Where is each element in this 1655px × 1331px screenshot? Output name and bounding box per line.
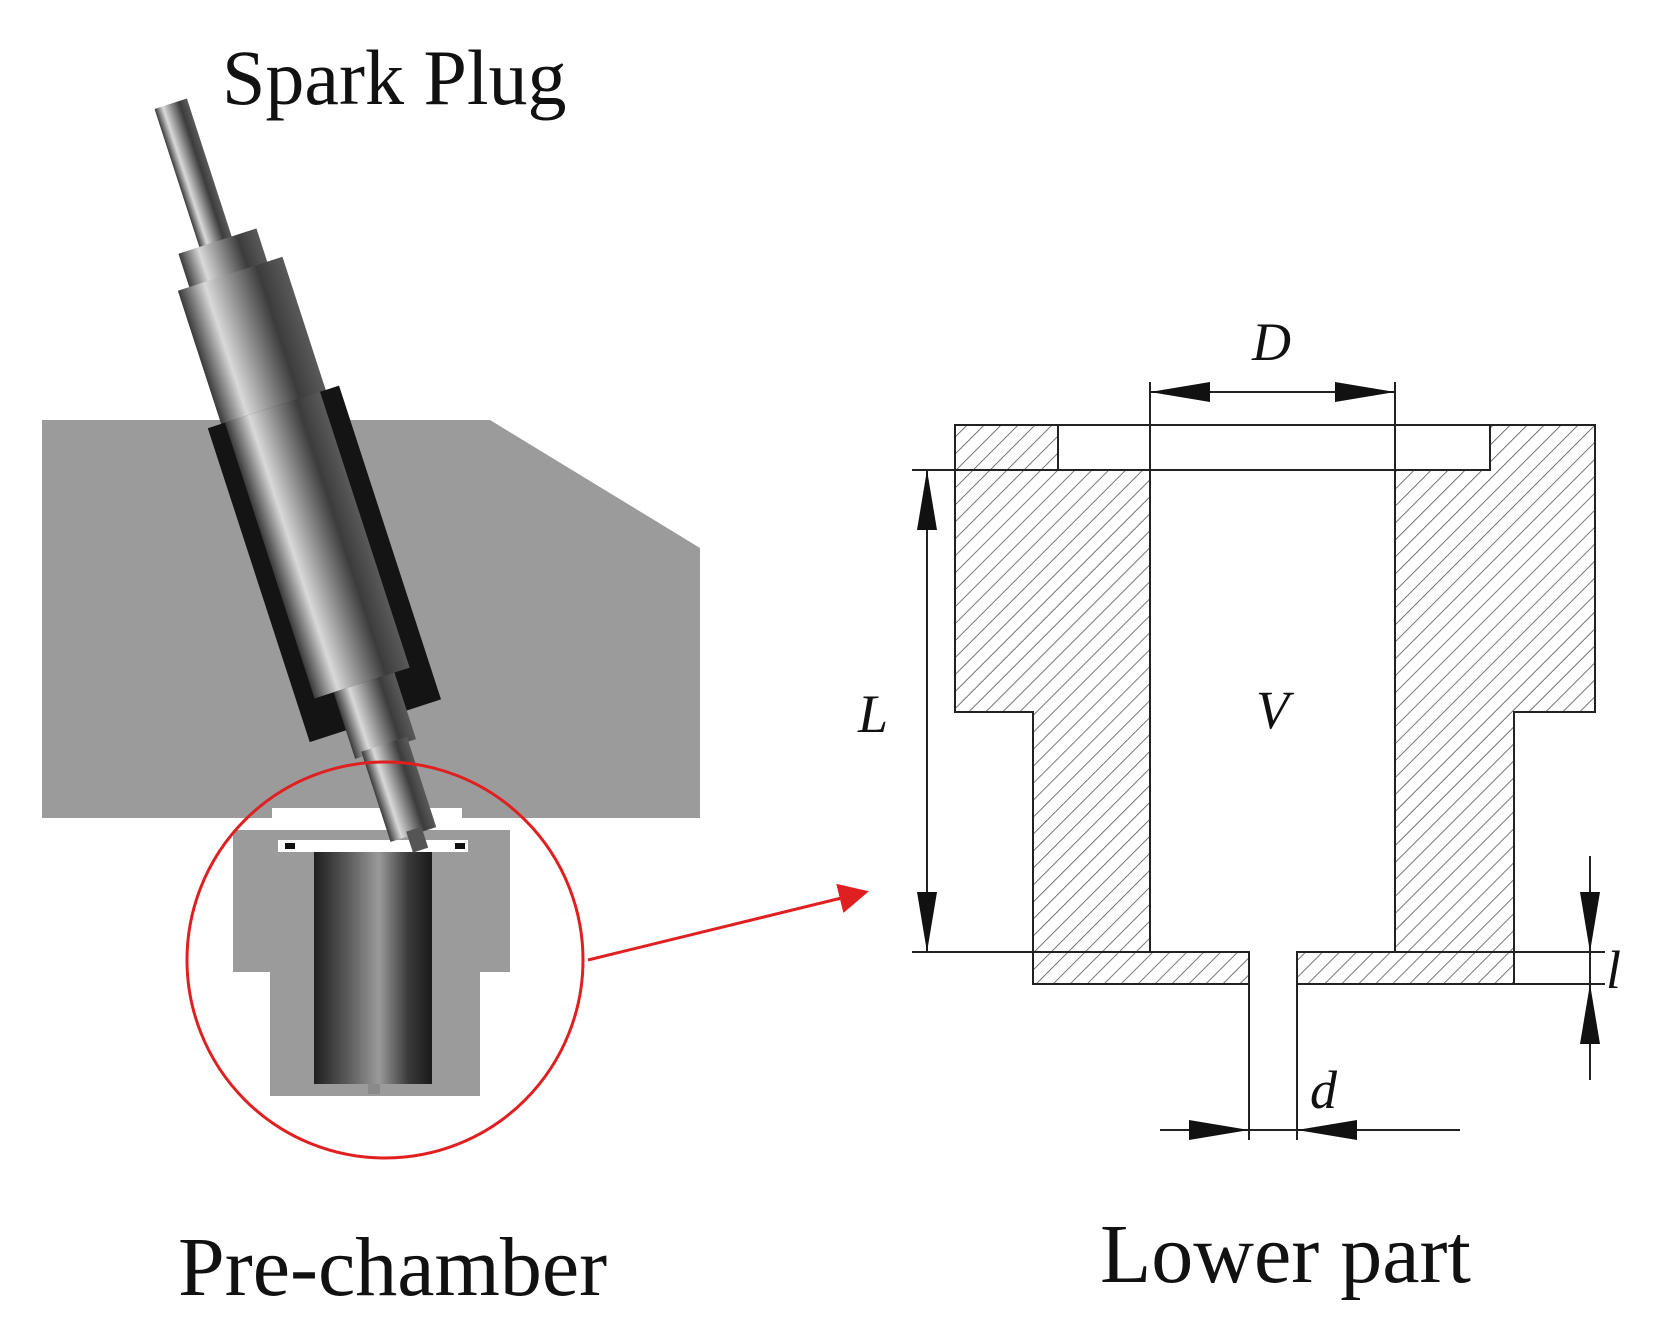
spark-plug — [154, 98, 442, 853]
dimension-L: L — [857, 684, 888, 744]
section-drawing — [912, 382, 1605, 1140]
bottom-plate-left — [1032, 951, 1250, 985]
right-wall — [1394, 424, 1596, 953]
pre-chamber-body — [233, 830, 510, 1096]
left-wall — [954, 424, 1151, 953]
pre-chamber-caption: Pre-chamber — [178, 1221, 607, 1314]
callout-circle — [185, 760, 585, 1160]
lower-part-caption: Lower part — [1100, 1208, 1471, 1301]
spark-plug-label: Spark Plug — [222, 34, 567, 121]
callout-arrow — [587, 883, 869, 962]
dimension-D: D — [1251, 312, 1291, 372]
dimension-V: V — [1256, 680, 1295, 740]
bottom-plate-right — [1296, 951, 1515, 985]
dimension-d: d — [1310, 1060, 1338, 1120]
dimension-l: l — [1606, 940, 1621, 1000]
pre-chamber-bore — [314, 852, 432, 1084]
